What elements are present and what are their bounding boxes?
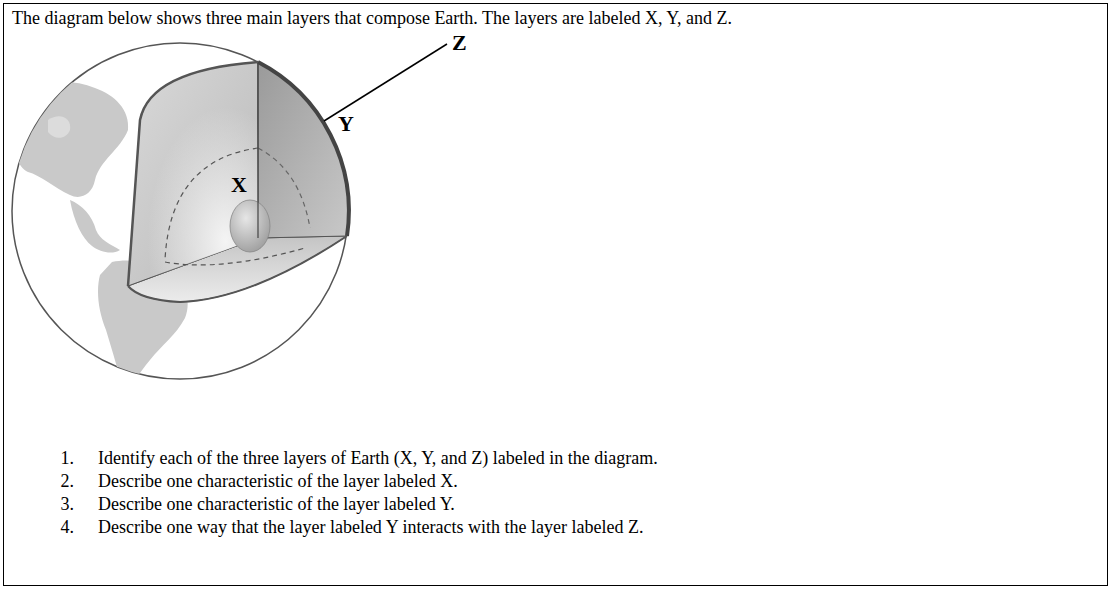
leader-line [324,44,447,121]
globe [12,43,348,379]
layer-label: Z [452,30,467,56]
crust [128,236,347,302]
crust [258,62,349,236]
list-number: 4. [44,517,74,539]
crust [128,62,258,286]
list-number: 1. [44,448,74,470]
layer-label: X [231,172,247,198]
question-text: Describe one characteristic of the layer… [98,494,455,516]
layer-label: Y [338,111,354,137]
frame [4,4,1108,586]
cut-face-left [128,62,258,286]
question-text: Describe one way that the layer labeled … [98,517,643,539]
question-text: Describe one characteristic of the layer… [98,471,458,493]
inner-core [230,200,270,252]
cutaway [128,62,349,302]
question-text: Identify each of the three layers of Ear… [98,448,658,470]
intro-text: The diagram below shows three main layer… [12,8,1100,30]
core-boundary [165,248,305,265]
list-number: 2. [44,471,74,493]
list-number: 3. [44,494,74,516]
cut-face-right [258,62,349,238]
